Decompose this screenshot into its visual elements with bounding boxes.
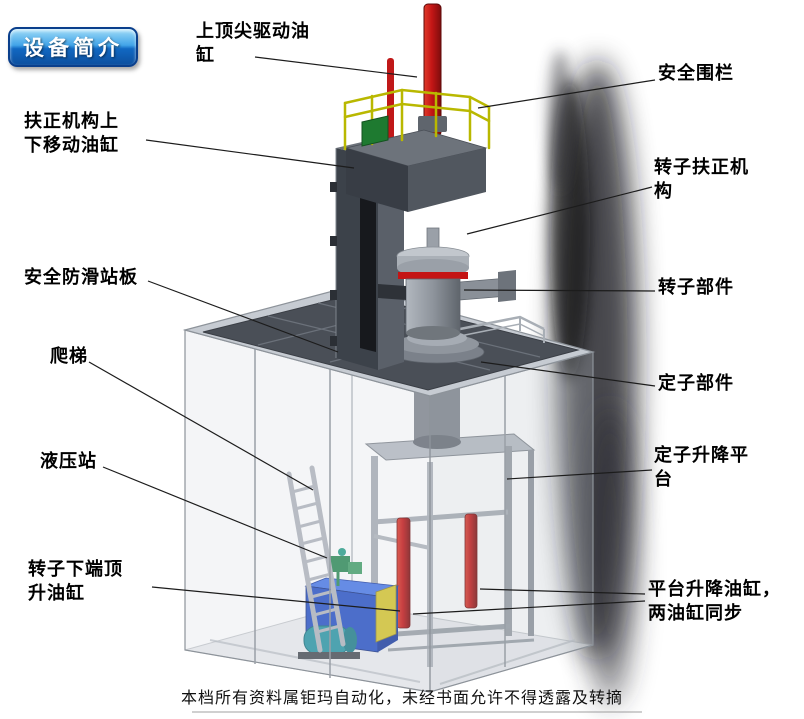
annotation-rotor-part: 转子部件 [658, 277, 734, 297]
rotor-part [378, 227, 516, 340]
head-green-panel [361, 115, 389, 147]
leader-line-platform-lift-a [479, 588, 646, 595]
annotation-safety-fence: 安全围栏 [658, 63, 734, 83]
leader-line-antislip-board [147, 280, 339, 353]
annotation-antislip-board: 安全防滑站板 [24, 267, 138, 287]
leader-line-ladder [88, 361, 314, 491]
ladder [286, 465, 346, 653]
leader-line-stator-lift [506, 469, 653, 480]
leader-line-rotor-centering [466, 186, 653, 235]
annotation-rotor-jack-cylinder: 转子下端顶 升油缸 [28, 559, 123, 603]
annotation-stator-lift-platform: 定子升降平 台 [654, 445, 749, 489]
leader-line-safety-fence [477, 79, 656, 109]
annotation-centering-cylinder: 扶正机构上 下移动油缸 [24, 111, 119, 155]
top-drive-cylinder [387, 3, 447, 140]
leader-lines [88, 56, 656, 615]
press-head [344, 129, 488, 212]
title-badge-label: 设备简介 [23, 37, 123, 60]
annotation-rotor-centering: 转子扶正机 构 [654, 157, 749, 201]
enclosure-walls [184, 329, 594, 693]
leader-line-platform-lift-b [412, 600, 646, 615]
platform-lift-cylinders [396, 513, 478, 629]
footer-copyright: 本档所有资料属钜玛自动化，未经书面允许不得透露及转摘 [180, 690, 623, 707]
background-shadow [548, 50, 637, 705]
title-badge: 设备简介 [8, 27, 138, 67]
annotation-hydraulic-station: 液压站 [40, 451, 97, 471]
annotation-top-tip-cylinder: 上顶尖驱动油 缸 [196, 21, 310, 65]
leader-line-top-tip-cylinder [254, 56, 418, 78]
annotation-platform-lift-cylinders: 平台升降油缸， 两油缸同步 [648, 579, 781, 623]
leader-line-stator-part [480, 361, 656, 387]
leader-line-centering-cylinder [145, 139, 355, 169]
leader-line-rotor-part [463, 289, 656, 292]
leader-line-hydraulic-station [102, 466, 328, 559]
annotation-ladder: 爬梯 [50, 346, 88, 366]
leader-line-rotor-jack [151, 586, 401, 612]
annotation-stator-part: 定子部件 [658, 373, 734, 393]
